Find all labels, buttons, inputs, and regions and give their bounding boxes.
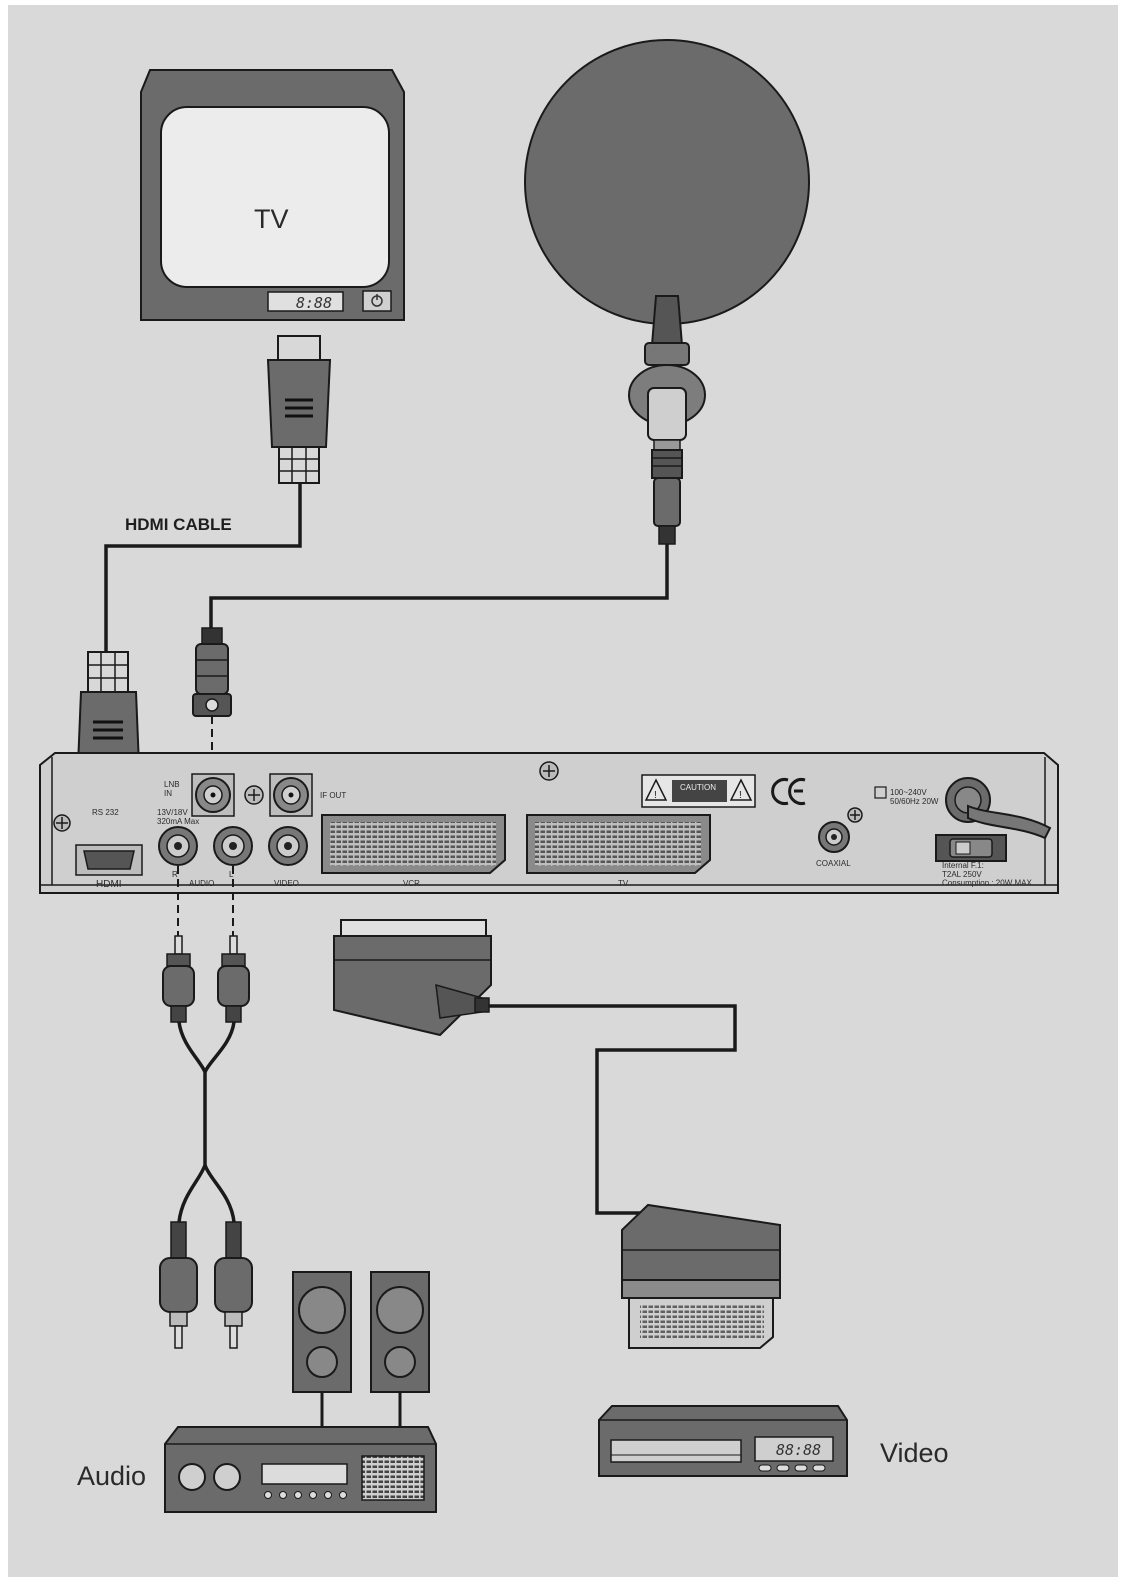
vcr-clock: 88:88 xyxy=(776,1441,821,1459)
hdmi-port-label: HDMI xyxy=(96,879,122,890)
audio-r-socket xyxy=(158,826,198,866)
video-socket xyxy=(268,826,308,866)
screw-icon xyxy=(53,814,71,832)
rca-plug-icon xyxy=(217,935,250,1023)
tv-icon: 8:88 xyxy=(140,69,405,321)
coaxial-label: COAXIAL xyxy=(816,859,851,868)
speaker-icon xyxy=(292,1271,352,1393)
tv-port-label: TV xyxy=(618,879,629,888)
speaker-icon xyxy=(370,1271,430,1393)
hdmi-cable xyxy=(104,483,302,652)
power-cord xyxy=(945,777,1052,840)
amplifier-icon xyxy=(164,1426,437,1513)
audio-r-label: R xyxy=(172,870,178,879)
coax-cable xyxy=(209,544,669,630)
rca-plug-icon xyxy=(214,1221,253,1349)
audio-l-label: L xyxy=(229,870,234,879)
video-port-label: VIDEO xyxy=(274,879,299,888)
rca-plug-icon xyxy=(162,935,195,1023)
warning-triangle-icon: ! xyxy=(644,778,668,801)
rca-plug-icon xyxy=(159,1221,198,1349)
vcr-port-label: VCR xyxy=(403,879,420,888)
svg-text:!: ! xyxy=(739,790,742,801)
scart-plug-icon xyxy=(621,1203,781,1349)
caution-label: ! CAUTION ! xyxy=(641,774,756,808)
power-icon xyxy=(362,290,392,312)
hdmi-plug-icon xyxy=(266,335,332,484)
caution-text: CAUTION xyxy=(680,783,716,792)
tv-label: TV xyxy=(254,204,289,234)
tv-clock: 8:88 xyxy=(296,294,332,312)
scart-cable xyxy=(489,1004,737,1215)
if-out-socket xyxy=(269,773,313,817)
double-insulation-icon xyxy=(874,786,887,799)
f-connector-icon xyxy=(651,449,683,545)
vcr-scart-socket xyxy=(321,814,506,874)
audio-cable-right xyxy=(203,1021,236,1223)
audio-port-label: AUDIO xyxy=(189,879,214,888)
scart-plug-icon xyxy=(333,919,492,1037)
screw-icon xyxy=(244,785,264,805)
hdmi-socket xyxy=(75,844,143,876)
f-connector-icon xyxy=(192,627,232,717)
lnb-in-socket xyxy=(191,773,235,817)
screw-icon xyxy=(539,761,559,781)
screw-icon xyxy=(847,807,863,823)
coaxial-socket xyxy=(818,821,850,853)
hdmi-cable-label: HDMI CABLE xyxy=(125,515,232,534)
vcr-icon: 88:88 xyxy=(598,1405,848,1477)
power-switch[interactable] xyxy=(935,834,1007,862)
warning-triangle-icon: ! xyxy=(729,778,753,801)
receiver-rear-panel: ! CAUTION ! xyxy=(39,752,1059,894)
rs232-label: RS 232 xyxy=(92,808,119,817)
audio-l-socket xyxy=(213,826,253,866)
if-out-label: IF OUT xyxy=(320,791,346,800)
svg-text:!: ! xyxy=(654,790,657,801)
tv-scart-socket xyxy=(526,814,711,874)
satellite-dish-icon xyxy=(524,39,810,451)
audio-label: Audio xyxy=(77,1461,146,1491)
video-label: Video xyxy=(880,1438,949,1468)
ce-mark-icon xyxy=(771,778,806,805)
